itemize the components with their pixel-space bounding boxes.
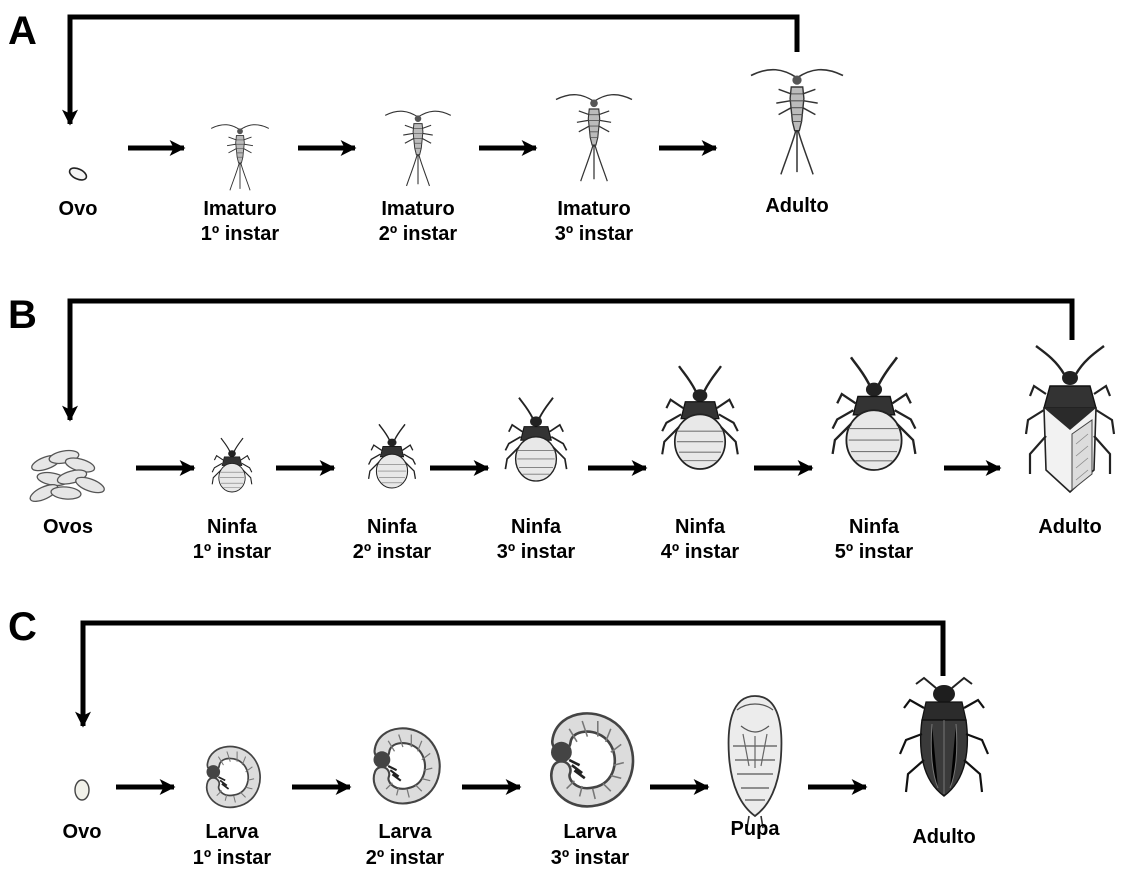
- stage-name: Ovos: [43, 516, 93, 538]
- stage-name: Ovo: [63, 821, 102, 843]
- stage-name: Larva: [205, 821, 259, 843]
- cycle-return-arrow: [83, 623, 943, 726]
- stage-name: Adulto: [912, 826, 975, 848]
- beetle-adult-icon: [900, 678, 988, 796]
- life-stage: Larva 3º instar: [551, 721, 630, 869]
- stage-instar: 1º instar: [193, 847, 272, 869]
- stage-instar: 2º instar: [366, 847, 445, 869]
- stage-name: Pupa: [731, 818, 781, 840]
- panel-label: B: [8, 293, 37, 337]
- stage-name: Ninfa: [675, 516, 726, 538]
- stage-name: Adulto: [1038, 516, 1101, 538]
- stage-name: Ninfa: [849, 516, 900, 538]
- stage-name: Larva: [563, 821, 617, 843]
- life-stage: Ninfa 3º instar: [497, 398, 576, 563]
- bug-nymph-icon: [212, 438, 252, 492]
- life-stage: Ninfa 4º instar: [661, 366, 740, 563]
- grub-larva-icon: [207, 752, 255, 803]
- life-stage: Imaturo 2º instar: [379, 111, 458, 245]
- silverfish-immature-icon: [385, 111, 451, 186]
- panel-c: C Ovo Larva 1º instar Larva 2º instar Larva 3º …: [8, 605, 988, 869]
- stage-name: Ninfa: [511, 516, 562, 538]
- life-stage: Larva 2º instar: [366, 735, 445, 870]
- life-stage: Ninfa 1º instar: [193, 438, 272, 563]
- stage-name: Ninfa: [367, 516, 418, 538]
- egg-icon: [68, 166, 89, 183]
- life-stage: Ninfa 5º instar: [833, 357, 916, 563]
- bug-nymph-icon: [369, 424, 416, 488]
- stage-instar: 3º instar: [497, 541, 576, 563]
- life-stage: Adulto: [751, 70, 843, 217]
- bug-nymph-icon: [662, 366, 738, 469]
- stage-instar: 4º instar: [661, 541, 740, 563]
- egg-icon: [75, 780, 89, 800]
- life-stage: Ovo: [59, 166, 98, 220]
- stage-instar: 5º instar: [835, 541, 914, 563]
- life-stage: Larva 1º instar: [193, 752, 272, 870]
- life-stage: Adulto: [900, 678, 988, 848]
- cycle-return-arrow: [70, 301, 1072, 420]
- stage-instar: 1º instar: [193, 541, 272, 563]
- stage-instar: 1º instar: [201, 223, 280, 245]
- stage-instar: 2º instar: [379, 223, 458, 245]
- silverfish-adult-icon: [751, 70, 843, 175]
- true-bug-adult-icon: [1026, 346, 1114, 492]
- grub-larva-icon: [374, 735, 433, 798]
- silverfish-immature-icon: [211, 125, 269, 191]
- stage-name: Imaturo: [381, 198, 454, 220]
- pupa-icon: [729, 696, 782, 828]
- stage-name: Ovo: [59, 198, 98, 220]
- stage-name: Larva: [378, 821, 432, 843]
- panel-label: C: [8, 605, 37, 649]
- life-stage: Adulto: [1026, 346, 1114, 538]
- life-stage: Imaturo 3º instar: [555, 95, 634, 245]
- life-stage: Ovo: [63, 780, 102, 843]
- panel-label: A: [8, 9, 37, 53]
- stage-instar: 2º instar: [353, 541, 432, 563]
- silverfish-immature-icon: [556, 95, 632, 182]
- stage-name: Imaturo: [557, 198, 630, 220]
- panel-b: B Ovos Ninfa 1º instar Ninfa 2º instar Ninfa 3º…: [8, 293, 1114, 563]
- stage-name: Ninfa: [207, 516, 258, 538]
- stage-name: Imaturo: [203, 198, 276, 220]
- bug-nymph-icon: [505, 398, 566, 481]
- stage-name: Adulto: [765, 195, 828, 217]
- stage-instar: 3º instar: [551, 847, 630, 869]
- life-stage: Imaturo 1º instar: [201, 125, 280, 245]
- stage-instar: 3º instar: [555, 223, 634, 245]
- grub-larva-icon: [551, 721, 624, 799]
- life-stage: Ovos: [28, 448, 106, 538]
- life-stage: Pupa: [729, 696, 782, 840]
- life-stage: Ninfa 2º instar: [353, 424, 432, 563]
- eggs-cluster-icon: [28, 448, 106, 504]
- bug-nymph-icon: [833, 357, 916, 470]
- cycle-return-arrow: [70, 17, 797, 124]
